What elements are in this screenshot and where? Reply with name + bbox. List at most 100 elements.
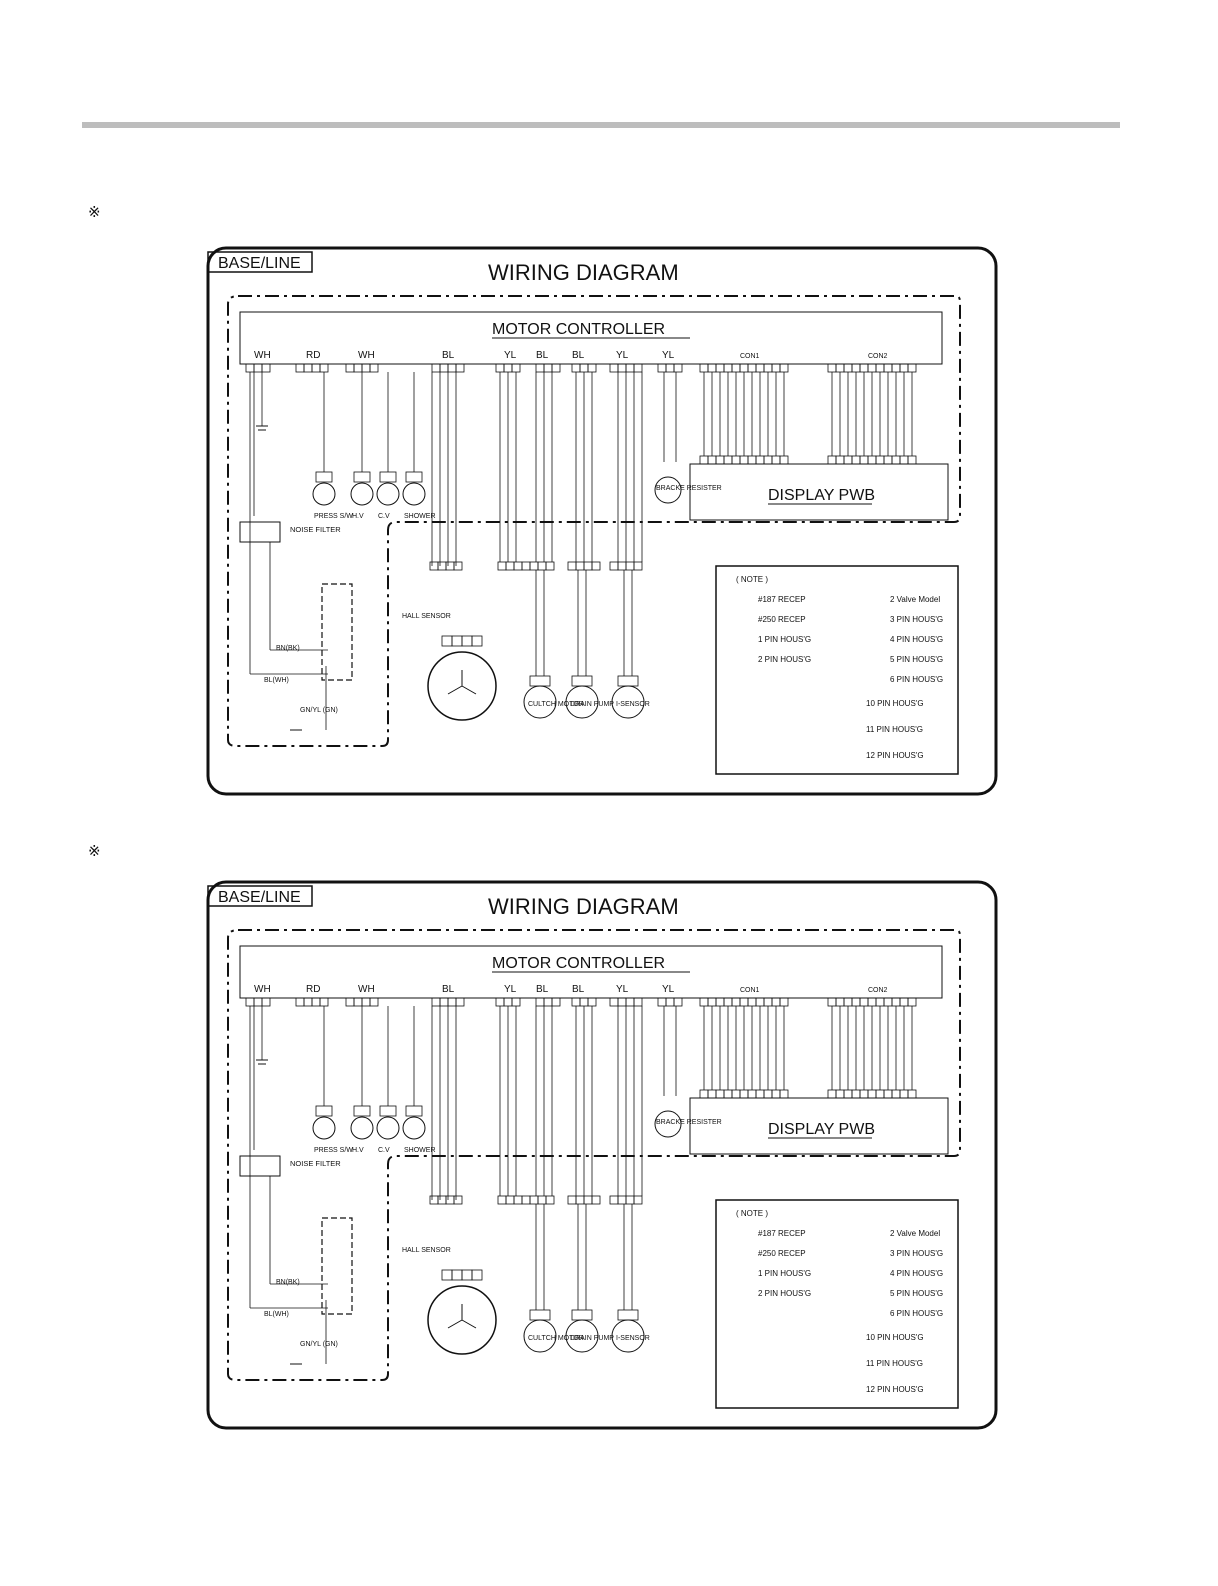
hv-valve-symbol: [350, 1116, 374, 1140]
base-line-box: [207, 885, 313, 907]
terminal-block: [321, 583, 353, 681]
base-line-label: BASE/LINE: [218, 889, 301, 906]
connector-color-label: WH: [358, 984, 375, 995]
hall-sensor-label: HALL SENSOR: [402, 613, 451, 620]
drain-pump-label: DRAIN PUMP: [570, 1335, 614, 1342]
connector-color-label: YL: [616, 350, 629, 361]
noise-filter-label: NOISE FILTER: [290, 1159, 341, 1168]
note-right: 5 PIN HOUS'G: [890, 1289, 943, 1298]
display-pwb-box: [689, 463, 949, 521]
bracke-resister-label: BRACKE RESISTER: [656, 485, 722, 492]
connector-color-label: WH: [254, 984, 271, 995]
noise-filter-box: [239, 1155, 281, 1177]
hv-valve-symbol: [350, 482, 374, 506]
bracke-resister-label: BRACKE RESISTER: [656, 1119, 722, 1126]
shower-valve-symbol: [402, 482, 426, 506]
note-left: #187 RECEP: [758, 1229, 806, 1238]
header-rule: [82, 122, 1120, 128]
note-right: 11 PIN HOUS'G: [866, 1359, 923, 1368]
shielding-boundary: [227, 929, 961, 1381]
con1-label: CON1: [740, 353, 760, 360]
reference-mark-1: ※: [88, 203, 101, 221]
connector-color-label: YL: [662, 350, 675, 361]
note-right: 2 Valve Model: [890, 595, 940, 604]
note-box: [715, 565, 959, 775]
connector-color-label: BL: [442, 350, 455, 361]
note-right: 10 PIN HOUS'G: [866, 699, 924, 708]
connector-color-label: RD: [306, 350, 320, 361]
note-left: 2 PIN HOUS'G: [758, 1289, 811, 1298]
note-right: 4 PIN HOUS'G: [890, 1269, 943, 1278]
note-left: 1 PIN HOUS'G: [758, 635, 811, 644]
note-left: #250 RECEP: [758, 1249, 806, 1258]
con1-label: CON1: [740, 987, 760, 994]
hv-valve-label: H.V: [352, 513, 364, 520]
shower-valve-symbol: [402, 1116, 426, 1140]
diagram-title: WIRING DIAGRAM: [488, 894, 679, 919]
outer-frame: [206, 880, 998, 1430]
outer-frame: [206, 246, 998, 796]
note-box: [715, 1199, 959, 1409]
wire-note-bl: BL(WH): [264, 677, 289, 684]
note-left: #250 RECEP: [758, 615, 806, 624]
display-pwb-label: DISPLAY PWB: [768, 1121, 875, 1138]
connector-color-label: YL: [616, 984, 629, 995]
note-title: ( NOTE ): [736, 575, 768, 584]
i-sensor-label: I-SENSOR: [616, 701, 650, 708]
connector-color-label: YL: [662, 984, 675, 995]
connector-color-label: YL: [504, 984, 517, 995]
wire-note-gn: GN/YL (GN): [300, 707, 338, 714]
base-line-label: BASE/LINE: [218, 255, 301, 272]
cv-valve-label: C.V: [378, 513, 390, 520]
connector-color-label: RD: [306, 984, 320, 995]
shielding-boundary: [227, 295, 961, 747]
note-right: 6 PIN HOUS'G: [890, 1309, 943, 1318]
note-left: 1 PIN HOUS'G: [758, 1269, 811, 1278]
wire-note-bl: BL(WH): [264, 1311, 289, 1318]
note-right: 10 PIN HOUS'G: [866, 1333, 924, 1342]
press-sw-symbol: [312, 1116, 336, 1140]
cv-valve-label: C.V: [378, 1147, 390, 1154]
shower-valve-label: SHOWER: [404, 513, 436, 520]
note-right: 5 PIN HOUS'G: [890, 655, 943, 664]
connector-color-label: BL: [442, 984, 455, 995]
clutch-motor-label: CULTCH MOTOR: [528, 701, 584, 708]
connector-color-label: BL: [572, 984, 585, 995]
press-sw-symbol: [312, 482, 336, 506]
display-pwb-label: DISPLAY PWB: [768, 487, 875, 504]
terminal-block: [321, 1217, 353, 1315]
reference-mark-2: ※: [88, 842, 101, 860]
note-title: ( NOTE ): [736, 1209, 768, 1218]
press-sw-label: PRESS S/W: [314, 513, 353, 520]
main-motor-symbol: [427, 651, 497, 721]
note-right: 12 PIN HOUS'G: [866, 1385, 924, 1394]
wire-note-gn: GN/YL (GN): [300, 1341, 338, 1348]
base-line-box: [207, 251, 313, 273]
note-right: 4 PIN HOUS'G: [890, 635, 943, 644]
press-sw-label: PRESS S/W: [314, 1147, 353, 1154]
hv-valve-label: H.V: [352, 1147, 364, 1154]
noise-filter-box: [239, 521, 281, 543]
shower-valve-label: SHOWER: [404, 1147, 436, 1154]
drain-pump-label: DRAIN PUMP: [570, 701, 614, 708]
con2-label: CON2: [868, 987, 888, 994]
note-right: 2 Valve Model: [890, 1229, 940, 1238]
wiring-diagram-2: BASE/LINE WIRING DIAGRAM MOTOR CONTROLLER W…: [206, 880, 998, 1430]
hall-sensor-label: HALL SENSOR: [402, 1247, 451, 1254]
connector-color-label: BL: [536, 984, 549, 995]
cv-valve-symbol: [376, 1116, 400, 1140]
motor-controller-label: MOTOR CONTROLLER: [492, 955, 665, 972]
connector-color-label: BL: [536, 350, 549, 361]
bracke-resister-symbol: [654, 476, 682, 504]
note-right: 6 PIN HOUS'G: [890, 675, 943, 684]
cv-valve-symbol: [376, 482, 400, 506]
i-sensor-label: I-SENSOR: [616, 1335, 650, 1342]
noise-filter-label: NOISE FILTER: [290, 525, 341, 534]
connector-color-label: WH: [254, 350, 271, 361]
note-right: 3 PIN HOUS'G: [890, 1249, 943, 1258]
connector-color-label: BL: [572, 350, 585, 361]
note-left: #187 RECEP: [758, 595, 806, 604]
note-right: 11 PIN HOUS'G: [866, 725, 923, 734]
note-right: 3 PIN HOUS'G: [890, 615, 943, 624]
